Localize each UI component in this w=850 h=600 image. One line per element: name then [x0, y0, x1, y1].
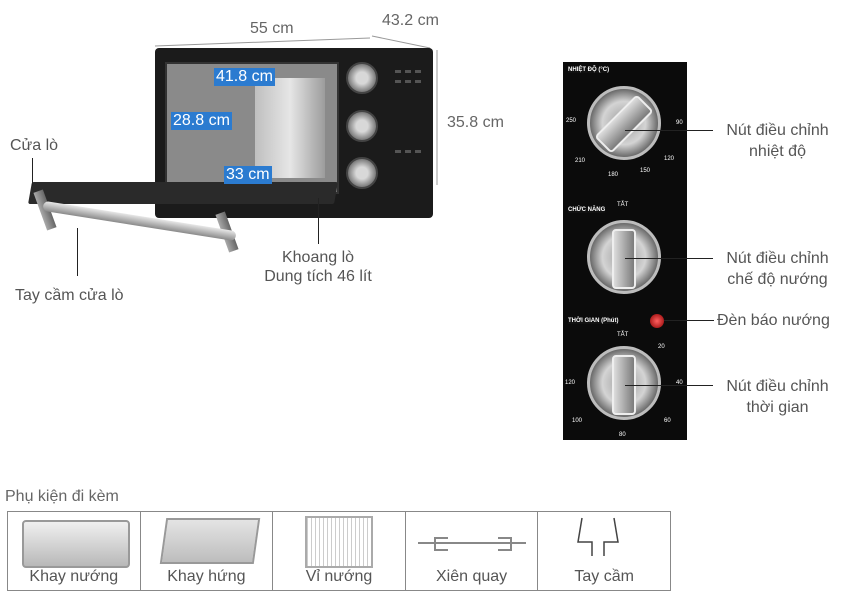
temp-panel-title: NHIỆT ĐỘ (°C): [568, 67, 610, 73]
inner-depth-dimension: 33 cm: [224, 166, 272, 184]
vent-slot: [405, 80, 411, 83]
temp-tick: 150: [640, 168, 651, 174]
temp-knob-label-line2: nhiệt độ: [749, 143, 806, 160]
vent-slot: [395, 150, 401, 153]
drip-tray-image: [159, 518, 260, 564]
timer-panel-title: THỜI GIAN (Phút): [568, 318, 619, 324]
temp-tick: 250: [566, 118, 577, 124]
vent-slot: [415, 150, 421, 153]
mode-knob-grip: [612, 229, 636, 289]
cavity-label-line2: Dung tích 46 lít: [264, 268, 372, 285]
handle-label: Tay cầm cửa lò: [15, 287, 124, 304]
accessories-table: Khay nướng Khay hứng Vỉ nướng Xiên quay …: [7, 511, 671, 591]
spit-fork-icon: [433, 537, 448, 551]
temp-tick: 180: [608, 172, 619, 178]
accessory-name: Xiên quay: [435, 568, 508, 585]
vent-slot: [415, 80, 421, 83]
accessory-name: Khay hứng: [167, 568, 246, 585]
lamp-label: Đèn báo nướng: [717, 312, 830, 329]
timer-knob-label-line2: thời gian: [746, 399, 809, 416]
baking-tray-image: [22, 520, 130, 568]
oven-knob-timer: [346, 157, 378, 189]
timer-tick: 20: [658, 344, 665, 350]
timer-tick: 40: [676, 380, 683, 386]
handle-leader: [77, 228, 78, 276]
temp-tick: 90: [676, 120, 683, 126]
inner-width-dimension: 41.8 cm: [214, 68, 275, 86]
timer-knob-label-line1: Nút điều chỉnh: [726, 378, 829, 395]
accessory-name: Khay nướng: [29, 568, 119, 585]
vent-slot: [405, 70, 411, 73]
mode-knob-label-line1: Nút điều chỉnh: [726, 250, 829, 267]
accessory-item: Khay hứng: [141, 512, 274, 590]
door-leader: [32, 158, 33, 186]
vent-slot: [395, 80, 401, 83]
accessory-item: Vỉ nướng: [273, 512, 406, 590]
oven-knob-temp: [346, 62, 378, 94]
mode-off-tick: TẮT: [617, 202, 629, 208]
accessory-item: Xiên quay: [406, 512, 539, 590]
accessory-item: Khay nướng: [8, 512, 141, 590]
vent-slot: [415, 70, 421, 73]
door-label: Cửa lò: [10, 137, 59, 154]
timer-tick: 100: [572, 418, 583, 424]
mode-panel-title: CHỨC NĂNG: [568, 207, 606, 213]
vent-slot: [395, 70, 401, 73]
width-dimension: 55 cm: [250, 20, 294, 37]
tongs-image: [577, 517, 620, 556]
inner-height-dimension: 28.8 cm: [171, 112, 232, 130]
temp-leader: [625, 130, 713, 131]
accessory-name: Tay cầm: [574, 568, 634, 585]
grill-rack-image: [305, 516, 374, 568]
timer-tick: 80: [619, 432, 626, 438]
vent-slot: [405, 150, 411, 153]
timer-tick: 120: [565, 380, 576, 386]
spit-fork-icon: [497, 537, 512, 551]
oven-inner-wall: [255, 78, 325, 178]
mode-knob-label-line2: chế độ nướng: [727, 271, 828, 288]
rotisserie-spit-image: [417, 542, 526, 544]
cavity-label-line1: Khoang lò: [281, 249, 355, 266]
accessory-name: Vỉ nướng: [305, 568, 373, 585]
height-dimension: 35.8 cm: [447, 114, 504, 131]
temp-tick: 120: [664, 156, 675, 162]
timer-leader: [625, 385, 713, 386]
oven-door: [28, 182, 338, 204]
accessories-title: Phụ kiện đi kèm: [5, 488, 119, 505]
cooking-indicator-lamp: [650, 314, 664, 328]
mode-leader: [625, 258, 713, 259]
cavity-leader: [318, 198, 319, 244]
timer-off-tick: TẮT: [617, 332, 629, 338]
temp-knob-label-line1: Nút điều chỉnh: [726, 122, 829, 139]
lamp-leader: [664, 320, 714, 321]
oven-knob-mode: [346, 110, 378, 142]
depth-dimension: 43.2 cm: [382, 12, 439, 29]
temp-tick: 210: [575, 158, 586, 164]
accessory-item: Tay cầm: [538, 512, 670, 590]
timer-tick: 60: [664, 418, 671, 424]
